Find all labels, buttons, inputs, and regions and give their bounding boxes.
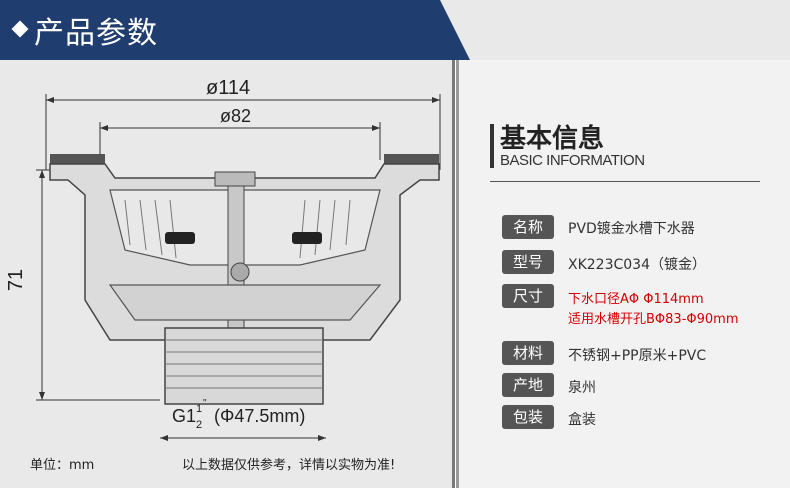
section-accent-bar [490, 124, 494, 168]
label-size: 尺寸 [502, 284, 554, 308]
value-package: 盒装 [568, 412, 596, 428]
svg-text:1: 1 [196, 403, 202, 415]
threaded-pipe [164, 327, 324, 405]
header-banner: 产品参数 [0, 0, 470, 60]
svg-text:2: 2 [196, 419, 202, 431]
lower-cone [108, 284, 382, 321]
label-material: 材料 [502, 341, 554, 365]
label-origin: 产地 [502, 373, 554, 397]
value-size-1: 下水口径AΦ Φ114mm [568, 292, 704, 307]
disclaimer-note: 以上数据仅供参考，详情以实物为准! [182, 458, 396, 473]
svg-text:": " [203, 398, 207, 409]
drawing-panel: ø114 ø82 71 [0, 60, 455, 488]
section-divider [490, 181, 760, 182]
technical-drawing: ø114 ø82 71 [5, 77, 441, 441]
section-subtitle: BASIC INFORMATION [500, 152, 645, 169]
value-size-2: 适用水槽开孔BΦ83-Φ90mm [568, 312, 739, 327]
value-origin: 泉州 [568, 380, 596, 396]
flange-left [50, 154, 105, 164]
unit-note: 单位：mm [30, 458, 95, 473]
label-name: 名称 [502, 215, 554, 239]
dim-outer-label: ø114 [206, 77, 250, 99]
section-title: 基本信息 [500, 124, 605, 154]
label-model: 型号 [502, 250, 554, 274]
value-name: PVD镀金水槽下水器 [568, 221, 695, 237]
strainer-basket [109, 189, 381, 266]
value-model: XK223C034（镀金） [568, 257, 706, 273]
panel-divider [456, 60, 459, 488]
label-package: 包装 [502, 405, 554, 429]
value-material: 不锈钢+PP原米+PVC [568, 348, 707, 364]
thread-mm-label: (Φ47.5mm) [214, 406, 305, 426]
flange-right [384, 154, 439, 164]
thread-label: G1 [172, 406, 196, 426]
diamond-icon [11, 20, 29, 38]
dim-inner-label: ø82 [220, 106, 251, 126]
page-title: 产品参数 [34, 16, 158, 51]
dim-height-label: 71 [5, 269, 27, 291]
